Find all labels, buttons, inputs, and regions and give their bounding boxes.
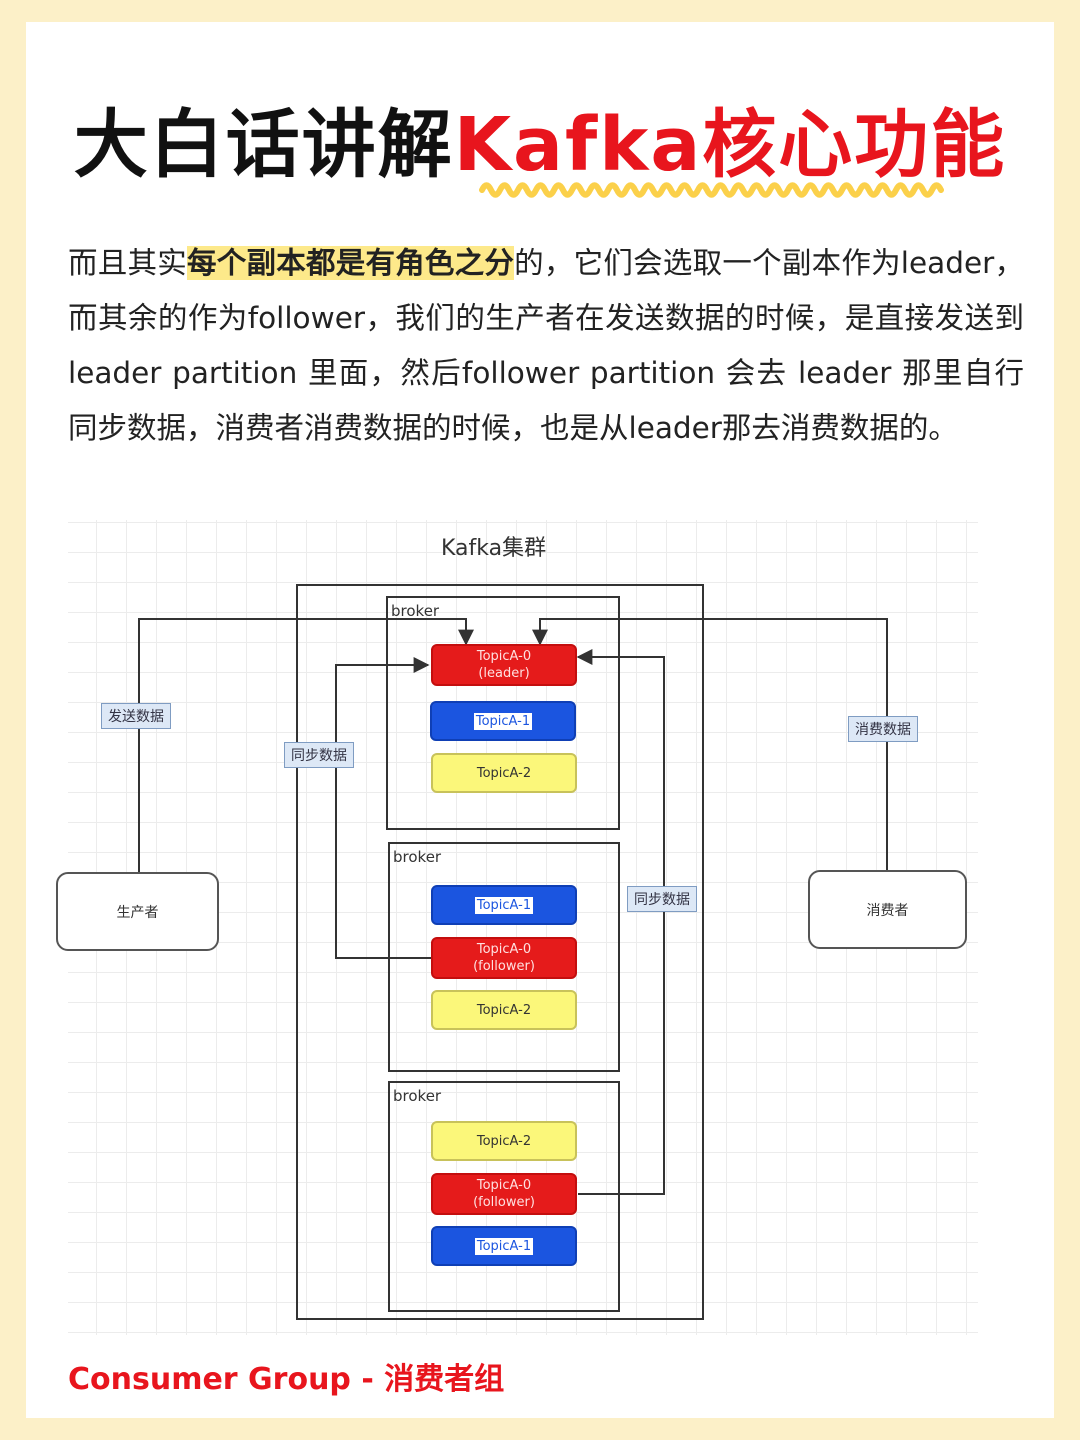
consumer-node: 消费者	[808, 870, 967, 949]
paragraph-after: 的，它们会选取一个副本作为leader，而其余的作为follower，我们的生产…	[68, 246, 1024, 445]
partition-topica-2: TopicA-2	[431, 753, 577, 793]
broker-box-1: broker	[386, 596, 620, 830]
broker-box-2: broker	[388, 842, 620, 1072]
partition-topica-0-follower: TopicA-0 (follower)	[431, 1173, 577, 1215]
partition-topica-2: TopicA-2	[431, 1121, 577, 1161]
kafka-cluster-diagram: Kafka集群 broker TopicA-0 (leader) TopicA-…	[56, 520, 978, 1335]
footer-caption: Consumer Group - 消费者组	[68, 1362, 505, 1397]
broker-box-3: broker	[388, 1081, 620, 1312]
partition-name: TopicA-2	[476, 1133, 532, 1149]
producer-node: 生产者	[56, 872, 219, 951]
consume-data-label: 消费数据	[848, 716, 918, 742]
paragraph-highlight: 每个副本都是有角色之分	[186, 246, 515, 280]
partition-topica-1: TopicA-1	[430, 701, 576, 741]
broker-label-3: broker	[393, 1087, 442, 1105]
sync-data-label-right: 同步数据	[627, 886, 697, 912]
sync-data-label-left: 同步数据	[284, 742, 354, 768]
partition-name: TopicA-0	[476, 1178, 532, 1193]
broker-label-2: broker	[393, 848, 442, 866]
partition-role: (leader)	[478, 666, 530, 681]
consume-connector	[532, 618, 888, 870]
partition-role: (follower)	[473, 959, 535, 974]
partition-name: TopicA-2	[476, 1002, 532, 1018]
paragraph-before: 而且其实	[68, 246, 187, 280]
partition-name: TopicA-0	[476, 942, 532, 957]
partition-role: (follower)	[473, 1195, 535, 1210]
partition-topica-0-leader: TopicA-0 (leader)	[431, 644, 577, 686]
partition-name: TopicA-1	[474, 1237, 534, 1255]
partition-topica-1: TopicA-1	[431, 885, 577, 925]
title-prefix: 大白话讲解	[73, 102, 454, 188]
cluster-boundary	[296, 584, 704, 1320]
sync-left-connector	[335, 657, 431, 959]
sync-right-connector	[576, 649, 665, 1195]
title-underline-wave	[479, 182, 944, 198]
send-connector	[138, 618, 474, 872]
broker-label-1: broker	[391, 602, 440, 620]
partition-topica-0-follower: TopicA-0 (follower)	[431, 937, 577, 979]
diagram-connectors	[138, 618, 888, 1195]
partition-name: TopicA-2	[476, 765, 532, 781]
page-title: 大白话讲解Kafka核心功能	[0, 95, 1080, 195]
partition-name: TopicA-1	[473, 712, 533, 730]
partition-name: TopicA-1	[474, 896, 534, 914]
partition-topica-1: TopicA-1	[431, 1226, 577, 1266]
intro-paragraph: 而且其实每个副本都是有角色之分的，它们会选取一个副本作为leader，而其余的作…	[68, 236, 1024, 456]
title-accent: Kafka核心功能	[453, 102, 1007, 188]
partition-name: TopicA-0	[476, 649, 532, 664]
send-data-label: 发送数据	[101, 703, 171, 729]
cluster-title: Kafka集群	[441, 536, 547, 561]
partition-topica-2: TopicA-2	[431, 990, 577, 1030]
